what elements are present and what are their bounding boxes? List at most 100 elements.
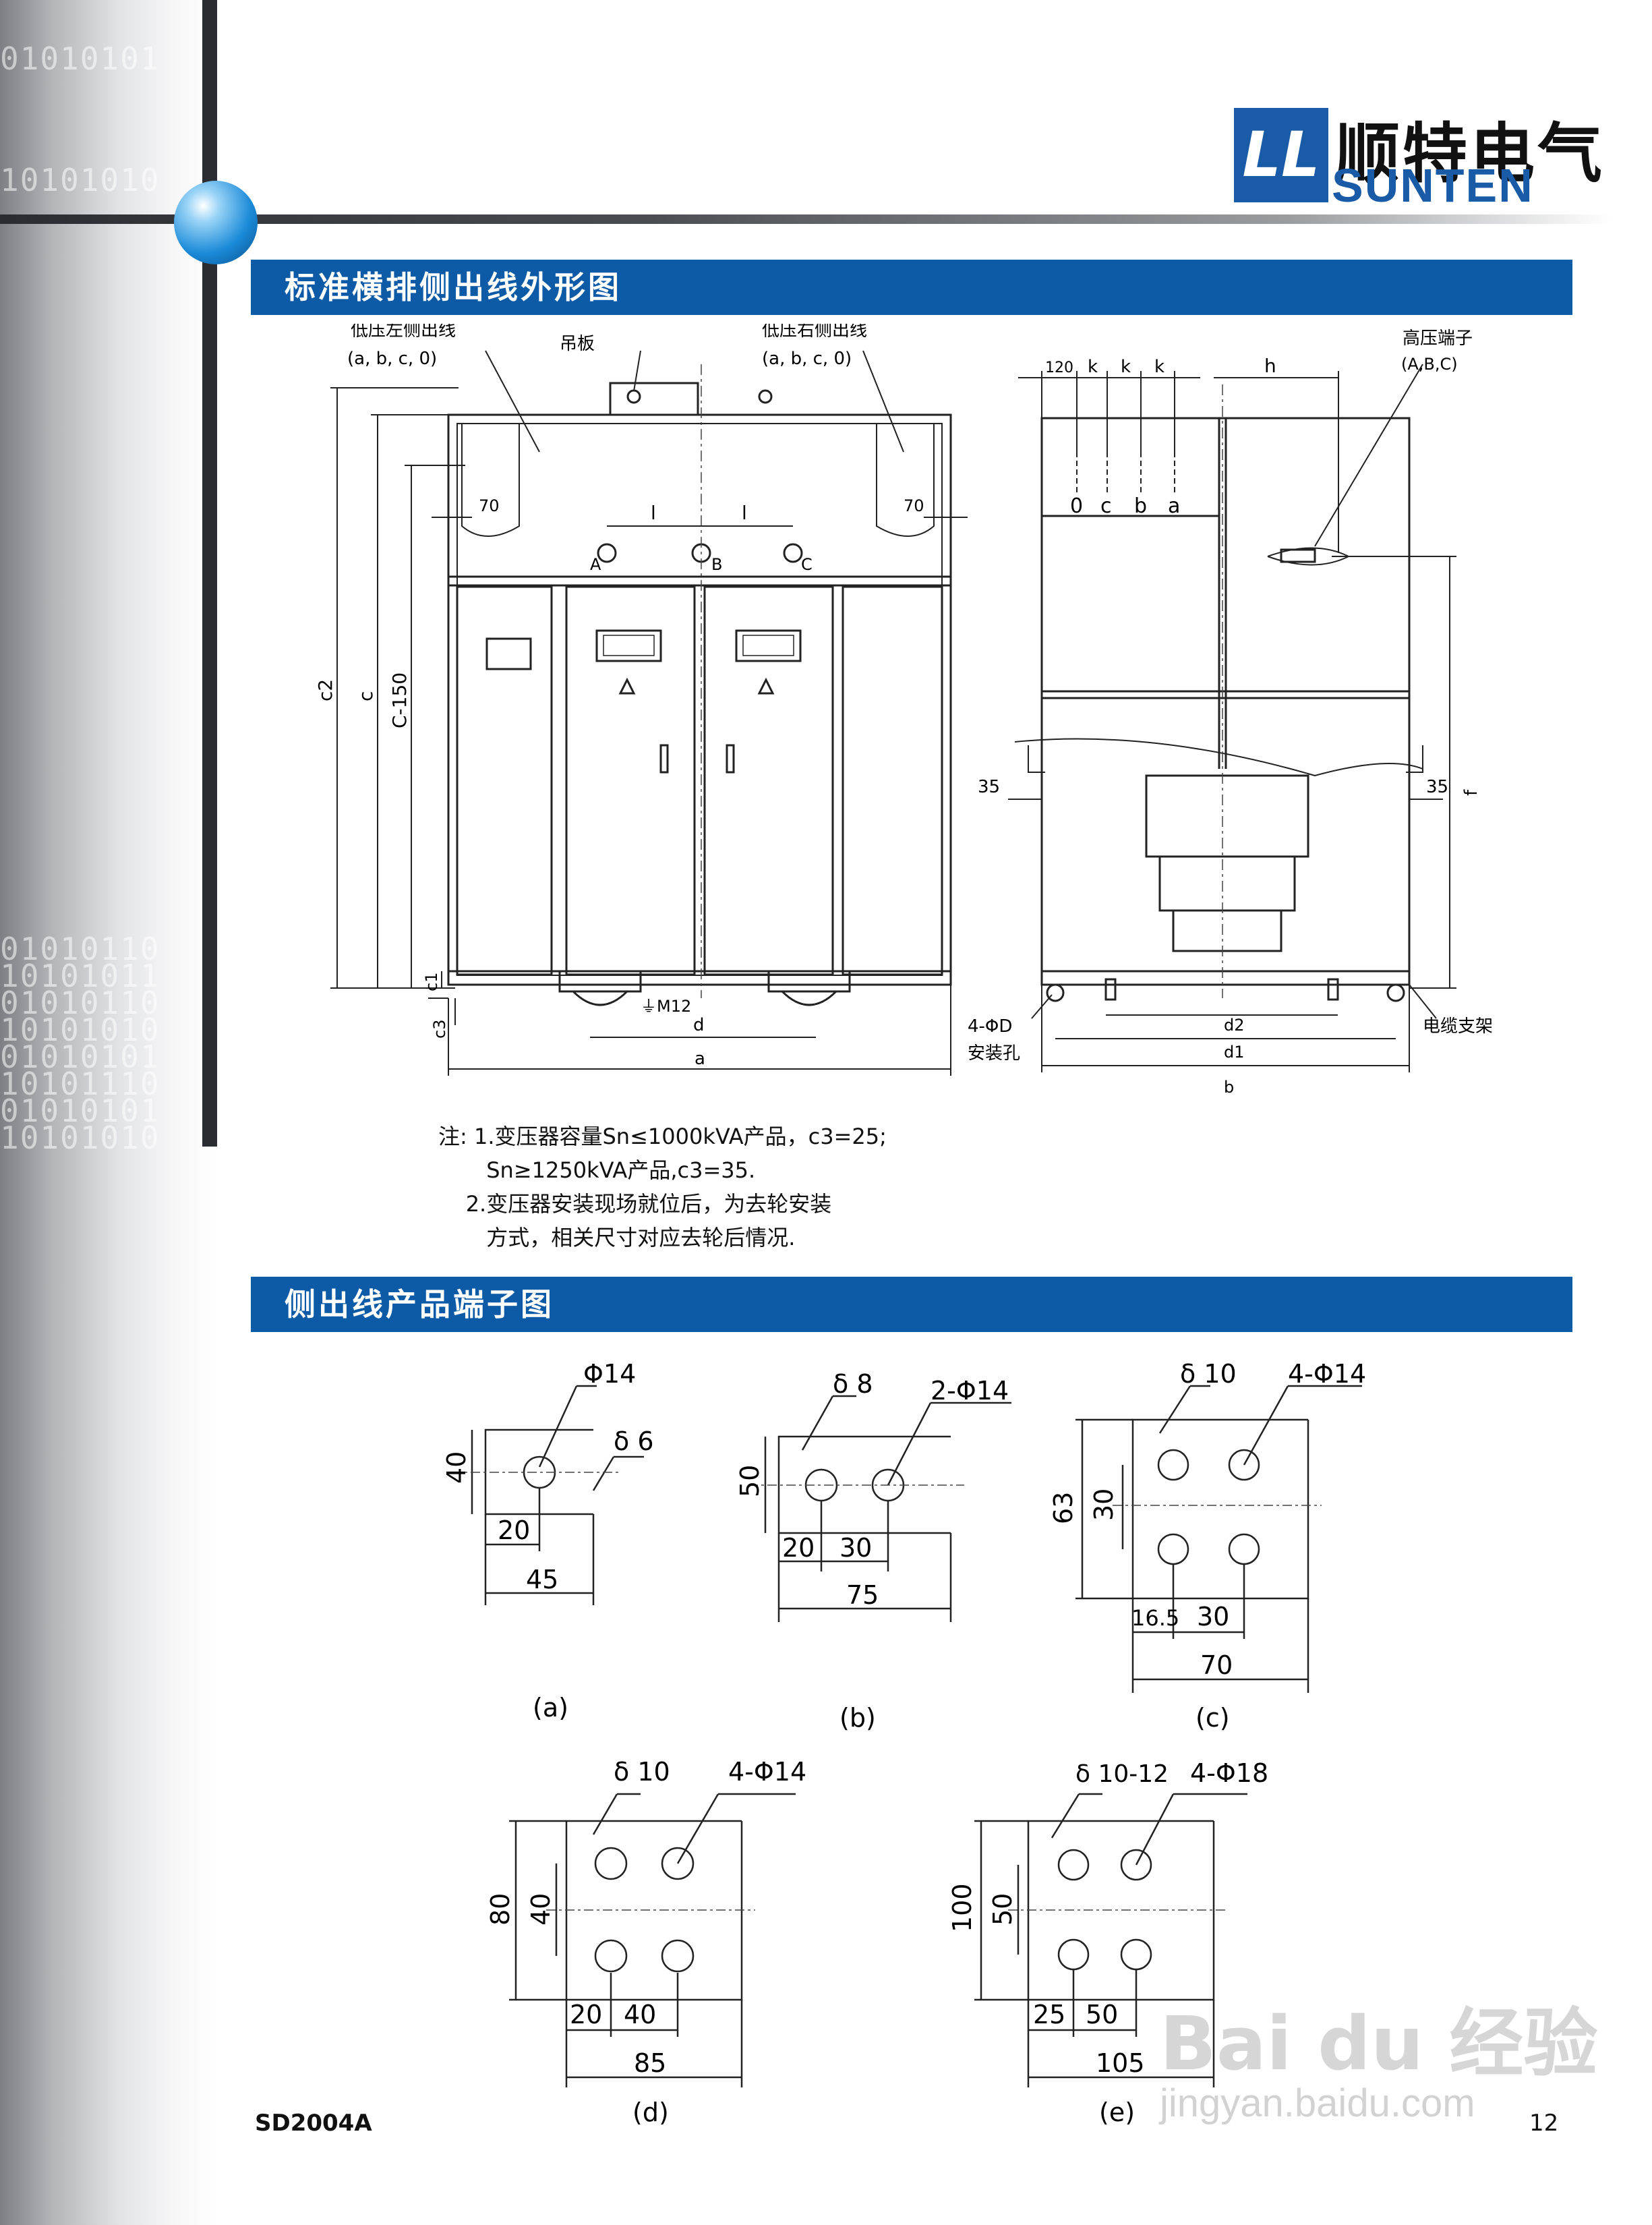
width-dim: 85 — [634, 2048, 666, 2078]
terminal-c: δ 10 4-Φ14 63 30 16.5 30 70 (c) — [1049, 1359, 1366, 1733]
pitch-dim: 50 — [1086, 2000, 1118, 2029]
lv-left-phases: (a, b, c, 0) — [347, 349, 437, 369]
terminal-e: δ 10-12 4-Φ18 100 50 25 50 105 (e) — [947, 1758, 1268, 2125]
brand-logo-icon: ᒪᒪ — [1234, 108, 1328, 202]
dim-m12: ⏚M12 — [641, 997, 691, 1016]
terminal-b: δ 8 2-Φ14 50 20 30 75 (b) — [735, 1369, 1011, 1733]
brand-name-en: SUNTEN — [1332, 159, 1534, 212]
thickness-label: δ 10 — [1180, 1359, 1237, 1389]
offset-dim: 25 — [1033, 2000, 1065, 2029]
binary-pattern: 10101010 — [0, 162, 160, 198]
lv-right-phases: (a, b, c, 0) — [762, 349, 852, 369]
binary-pattern: 01010110 — [0, 931, 160, 967]
width-dim: 70 — [1200, 1650, 1233, 1680]
side-view-drawing: 120 k k k h 高压端子 (A,B,C) 0 c b a 35 35 f… — [968, 328, 1493, 1097]
binary-pattern: 10101010 — [0, 1120, 160, 1156]
pitch-dim: 30 — [839, 1533, 872, 1563]
offset-dim: 20 — [782, 1533, 815, 1563]
hv-terminal-label: 高压端子 — [1403, 328, 1473, 349]
dim-c3: c3 — [430, 1020, 449, 1039]
hole-label: 4-Φ14 — [728, 1757, 806, 1787]
binary-pattern: 10101010 — [0, 1012, 160, 1048]
front-view-drawing: 低压左侧出线 (a, b, c, 0) 吊板 低压右侧出线 (a, b, c, … — [314, 324, 968, 1076]
left-decor-band: 01010101 10101010 01010110 10101011 0101… — [0, 0, 216, 2225]
dim-c1: c1 — [422, 973, 441, 991]
thickness-label: δ 10-12 — [1075, 1760, 1169, 1788]
dim-b: b — [1224, 1078, 1234, 1097]
brand-name-cn: 顺特电气 — [1335, 116, 1605, 192]
hv-phases: (A,B,C) — [1401, 355, 1458, 374]
section-bar-outline: 标准横排侧出线外形图 — [251, 260, 1572, 315]
note-line: Sn≥1250kVA产品,c3=35. — [438, 1157, 756, 1183]
dim-k-1: k — [1088, 357, 1098, 377]
binary-pattern: 01010101 — [0, 1093, 160, 1129]
lv-label-b: b — [1134, 494, 1147, 518]
note-line: 方式，相关尺寸对应去轮后情况. — [438, 1225, 796, 1250]
dim-c: c — [355, 691, 377, 701]
binary-pattern: 01010101 — [0, 1039, 160, 1075]
dim-d1: d1 — [1224, 1043, 1245, 1062]
width-dim: 45 — [526, 1565, 558, 1594]
lv-left-label: 低压左侧出线 — [351, 324, 456, 341]
hole-label: 2-Φ14 — [931, 1376, 1009, 1406]
dim-70-left: 70 — [479, 496, 500, 515]
page-number: 12 — [1529, 2110, 1559, 2137]
dark-stripe — [202, 0, 217, 1147]
note-line: 2.变压器安装现场就位后，为去轮安装 — [438, 1191, 832, 1217]
watermark-url: jingyan.baidu.com — [1160, 2081, 1475, 2125]
dim-c-150: C-150 — [388, 672, 411, 728]
binary-pattern: 01010101 — [0, 40, 160, 77]
dim-120: 120 — [1045, 359, 1073, 376]
lv-right-label: 低压右侧出线 — [762, 324, 867, 341]
dim-c2: c2 — [314, 679, 336, 701]
offset-dim: 20 — [498, 1515, 530, 1545]
dim-l-1: l — [651, 502, 656, 524]
dim-35-right: 35 — [1426, 777, 1448, 797]
terminal-label: (a) — [533, 1693, 568, 1720]
height-dim: 63 — [1049, 1492, 1078, 1524]
height-dim: 100 — [947, 1883, 977, 1932]
watermark-logo: Bai du 经验 — [1160, 2000, 1598, 2087]
vpitch-dim: 30 — [1089, 1489, 1119, 1521]
hole-label: 4-Φ18 — [1190, 1758, 1268, 1788]
binary-pattern: 10101110 — [0, 1066, 160, 1102]
height-dim: 80 — [485, 1893, 515, 1926]
pitch-dim: 30 — [1197, 1602, 1229, 1631]
mount-holes-label: 4-ΦD — [968, 1016, 1012, 1037]
dim-35-left: 35 — [978, 777, 1000, 797]
lifting-plate-label: 吊板 — [560, 334, 595, 354]
binary-pattern: 01010110 — [0, 985, 160, 1021]
dim-f: f — [1461, 789, 1481, 796]
dim-a: a — [695, 1049, 705, 1069]
vpitch-dim: 40 — [526, 1893, 556, 1926]
terminal-d: δ 10 4-Φ14 80 40 20 40 85 (d) — [485, 1757, 806, 2125]
cable-bracket-label: 电缆支架 — [1423, 1016, 1493, 1037]
dim-h: h — [1264, 355, 1276, 377]
thickness-label: δ 6 — [614, 1426, 654, 1456]
document-code: SD2004A — [255, 2110, 372, 2137]
dim-k-2: k — [1121, 357, 1131, 377]
dim-d2: d2 — [1224, 1016, 1245, 1035]
terminal-label: (b) — [839, 1703, 876, 1733]
dim-l-2: l — [742, 502, 747, 524]
binary-pattern: 10101011 — [0, 958, 160, 994]
terminal-label: (d) — [632, 2098, 669, 2125]
lv-label-a: a — [1168, 494, 1180, 518]
pitch-dim: 40 — [624, 2000, 656, 2029]
dim-k-3: k — [1154, 357, 1164, 377]
vpitch-dim: 50 — [988, 1893, 1017, 1926]
height-dim: 40 — [442, 1451, 471, 1484]
offset-dim: 20 — [570, 2000, 602, 2029]
lv-label-c: c — [1100, 494, 1112, 518]
lv-label-0: 0 — [1070, 494, 1083, 518]
terminal-label: (c) — [1196, 1703, 1230, 1733]
height-dim: 50 — [735, 1465, 765, 1497]
terminal-a: Φ14 δ 6 40 20 45 (a) — [442, 1359, 654, 1720]
dim-d: d — [693, 1015, 705, 1035]
section-title: 标准横排侧出线外形图 — [285, 269, 622, 306]
blue-sphere-icon — [174, 181, 258, 264]
thickness-label: δ 10 — [614, 1757, 670, 1787]
section-bar-terminal: 侧出线产品端子图 — [251, 1277, 1572, 1332]
note-line: 注: 1.变压器容量Sn≤1000kVA产品，c3=25; — [438, 1124, 887, 1149]
phase-c: C — [801, 555, 813, 574]
